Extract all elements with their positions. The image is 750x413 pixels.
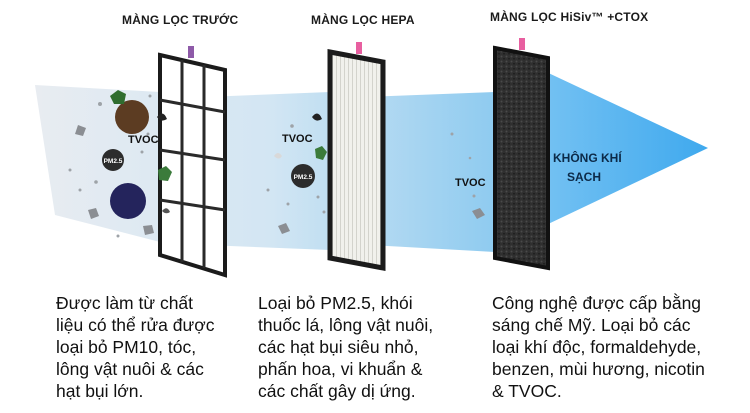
tvoc-label-stage-3: TVOC bbox=[455, 177, 486, 189]
pm25-particle-2 bbox=[291, 164, 315, 188]
hepa-desc-line: các hạt bụi siêu nhỏ, bbox=[258, 337, 419, 357]
tvoc-label-stage-1: TVOC bbox=[128, 134, 159, 146]
carbon-desc-line: benzen, mùi hương, nicotin bbox=[492, 359, 705, 379]
hepa-filter-title: MÀNG LỌC HEPA bbox=[311, 13, 415, 27]
pre-filter-desc-line: Được làm từ chất bbox=[56, 293, 194, 313]
particles-stage-2: TVOC PM2.5 bbox=[266, 113, 327, 234]
pre-filter-desc-line: loại bỏ PM10, tóc, bbox=[56, 337, 197, 357]
pm25-label-stage-2: PM2.5 bbox=[294, 174, 313, 181]
pre-filter bbox=[158, 46, 227, 278]
large-dust-particle bbox=[115, 100, 149, 134]
pre-filter-desc-line: liệu có thể rửa được bbox=[56, 315, 215, 335]
particles-stage-3: TVOC bbox=[450, 132, 486, 219]
pre-filter-tag bbox=[188, 46, 194, 58]
pre-filter-description: Được làm từ chất liệu có thể rửa được lo… bbox=[56, 292, 214, 402]
arrow-head bbox=[525, 62, 708, 235]
carbon-filter-description: Công nghệ được cấp bằng sáng chế Mỹ. Loạ… bbox=[492, 292, 705, 402]
hepa-desc-line: thuốc lá, lông vật nuôi, bbox=[258, 315, 434, 335]
pre-filter-desc-line: lông vật nuôi & các bbox=[56, 359, 204, 379]
large-particle bbox=[110, 183, 146, 219]
carbon-desc-line: sáng chế Mỹ. Loại bỏ các bbox=[492, 315, 691, 335]
carbon-filter-title: MÀNG LỌC HiSiv™ +CTOX bbox=[490, 10, 649, 24]
hepa-desc-line: Loại bỏ PM2.5, khói bbox=[258, 293, 413, 313]
hepa-filter-tag bbox=[356, 42, 362, 54]
carbon-desc-line: & TVOC. bbox=[492, 381, 562, 401]
carbon-desc-line: loại khí độc, formaldehyde, bbox=[492, 337, 702, 357]
carbon-filter bbox=[493, 38, 550, 271]
hepa-filter-description: Loại bỏ PM2.5, khói thuốc lá, lông vật n… bbox=[258, 292, 433, 402]
hepa-desc-line: các chất gây dị ứng. bbox=[258, 381, 416, 401]
clean-air-line-2: SẠCH bbox=[567, 170, 601, 184]
hepa-filter bbox=[327, 42, 386, 272]
tvoc-label-stage-2: TVOC bbox=[282, 133, 313, 145]
pre-filter-desc-line: hạt bụi lớn. bbox=[56, 381, 144, 401]
hepa-desc-line: phấn hoa, vi khuẩn & bbox=[258, 359, 423, 379]
pre-filter-title: MÀNG LỌC TRƯỚC bbox=[122, 13, 239, 27]
clean-air-line-1: KHÔNG KHÍ bbox=[553, 150, 622, 165]
pm25-label-stage-1: PM2.5 bbox=[104, 158, 123, 165]
particles-stage-1: TVOC PM2.5 bbox=[68, 90, 172, 238]
carbon-desc-line: Công nghệ được cấp bằng bbox=[492, 293, 702, 313]
pm25-particle bbox=[102, 149, 124, 171]
carbon-filter-tag bbox=[519, 38, 525, 50]
